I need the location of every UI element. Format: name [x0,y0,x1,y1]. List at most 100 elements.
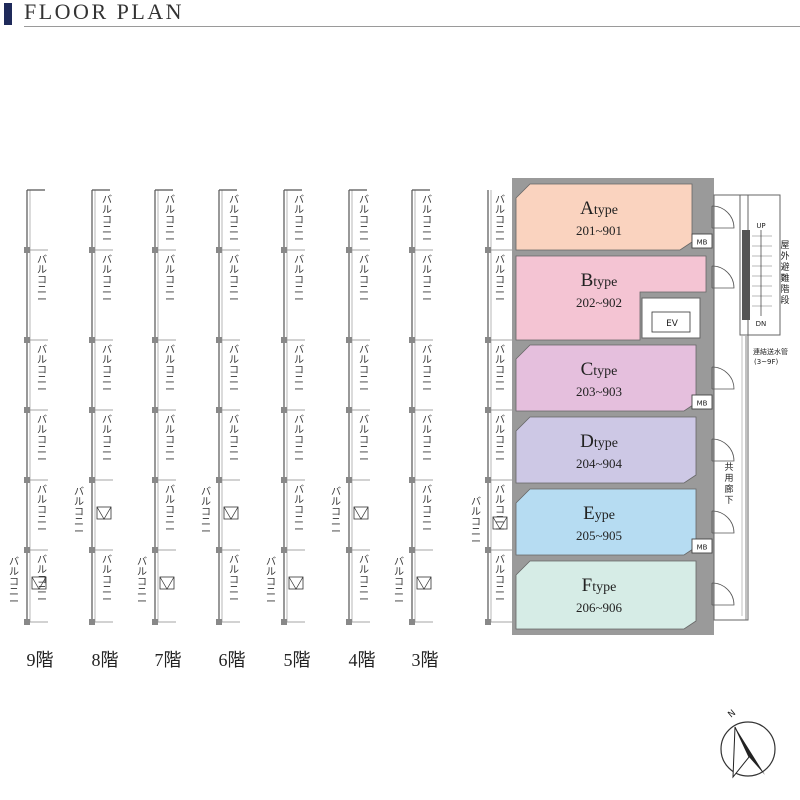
char: ル [495,565,505,576]
char: ニ [294,445,304,456]
char: バ [495,484,505,496]
char: ル [359,565,369,576]
char: 用 [724,473,733,484]
column [216,547,222,553]
mb-label: MB [697,400,708,408]
char: バ [102,414,112,426]
char: ル [394,567,404,578]
char: ー [102,595,112,606]
char: ー [394,597,404,608]
column [152,247,158,253]
column [485,337,491,343]
char: ル [37,425,47,436]
char: バ [229,254,239,266]
column [281,407,287,413]
char: ー [165,295,175,306]
char: ー [294,235,304,246]
char: コ [422,505,432,516]
char: コ [359,365,369,376]
char: ー [359,295,369,306]
char: ニ [37,285,47,296]
char: 下 [724,496,733,506]
char: ー [422,295,432,306]
char: バ [102,554,112,566]
char: バ [201,486,211,498]
char: コ [102,575,112,586]
char: コ [9,577,19,588]
char: 階 [780,284,789,295]
char: ル [229,355,239,366]
column [346,337,352,343]
char: ー [266,597,276,608]
storage-box [416,576,432,590]
char: バ [495,254,505,266]
column [409,547,415,553]
column [409,247,415,253]
char: ー [37,525,47,536]
char: ル [422,355,432,366]
char: コ [422,275,432,286]
column [216,247,222,253]
column [89,477,95,483]
char: バ [495,344,505,356]
char: ニ [359,445,369,456]
char: ル [331,497,341,508]
char: バ [266,556,276,568]
char: コ [37,505,47,516]
storage-box [96,506,112,520]
unit-type-label: Dtype [580,431,618,452]
char: コ [422,365,432,376]
storage-box [353,506,369,520]
meter-box [691,394,713,410]
unit-room [515,255,707,341]
storage-mark [288,576,304,590]
column [216,619,222,625]
char: ー [102,385,112,396]
char: ニ [229,375,239,386]
column [24,477,30,483]
char: ニ [422,445,432,456]
column [24,247,30,253]
char: バ [137,556,147,568]
char: ニ [495,515,505,526]
char: バ [359,254,369,266]
char: コ [294,435,304,446]
char: バ [359,344,369,356]
pipe-note: (3~9F) [754,358,779,366]
char: コ [37,575,47,586]
char: バ [294,414,304,426]
char: ニ [294,225,304,236]
char: バ [422,194,432,206]
char: ニ [294,515,304,526]
char: ル [229,425,239,436]
char: コ [495,435,505,446]
char: ー [74,527,84,538]
char: ー [37,295,47,306]
char: ル [422,425,432,436]
column [485,547,491,553]
char: ル [422,265,432,276]
char: ニ [294,285,304,296]
char: バ [165,414,175,426]
char: ル [9,567,19,578]
char: ー [165,385,175,396]
char: ニ [165,515,175,526]
char: バ [294,484,304,496]
stair-up-label: UP [756,222,765,230]
stair-rail [742,230,750,320]
char: コ [266,577,276,588]
